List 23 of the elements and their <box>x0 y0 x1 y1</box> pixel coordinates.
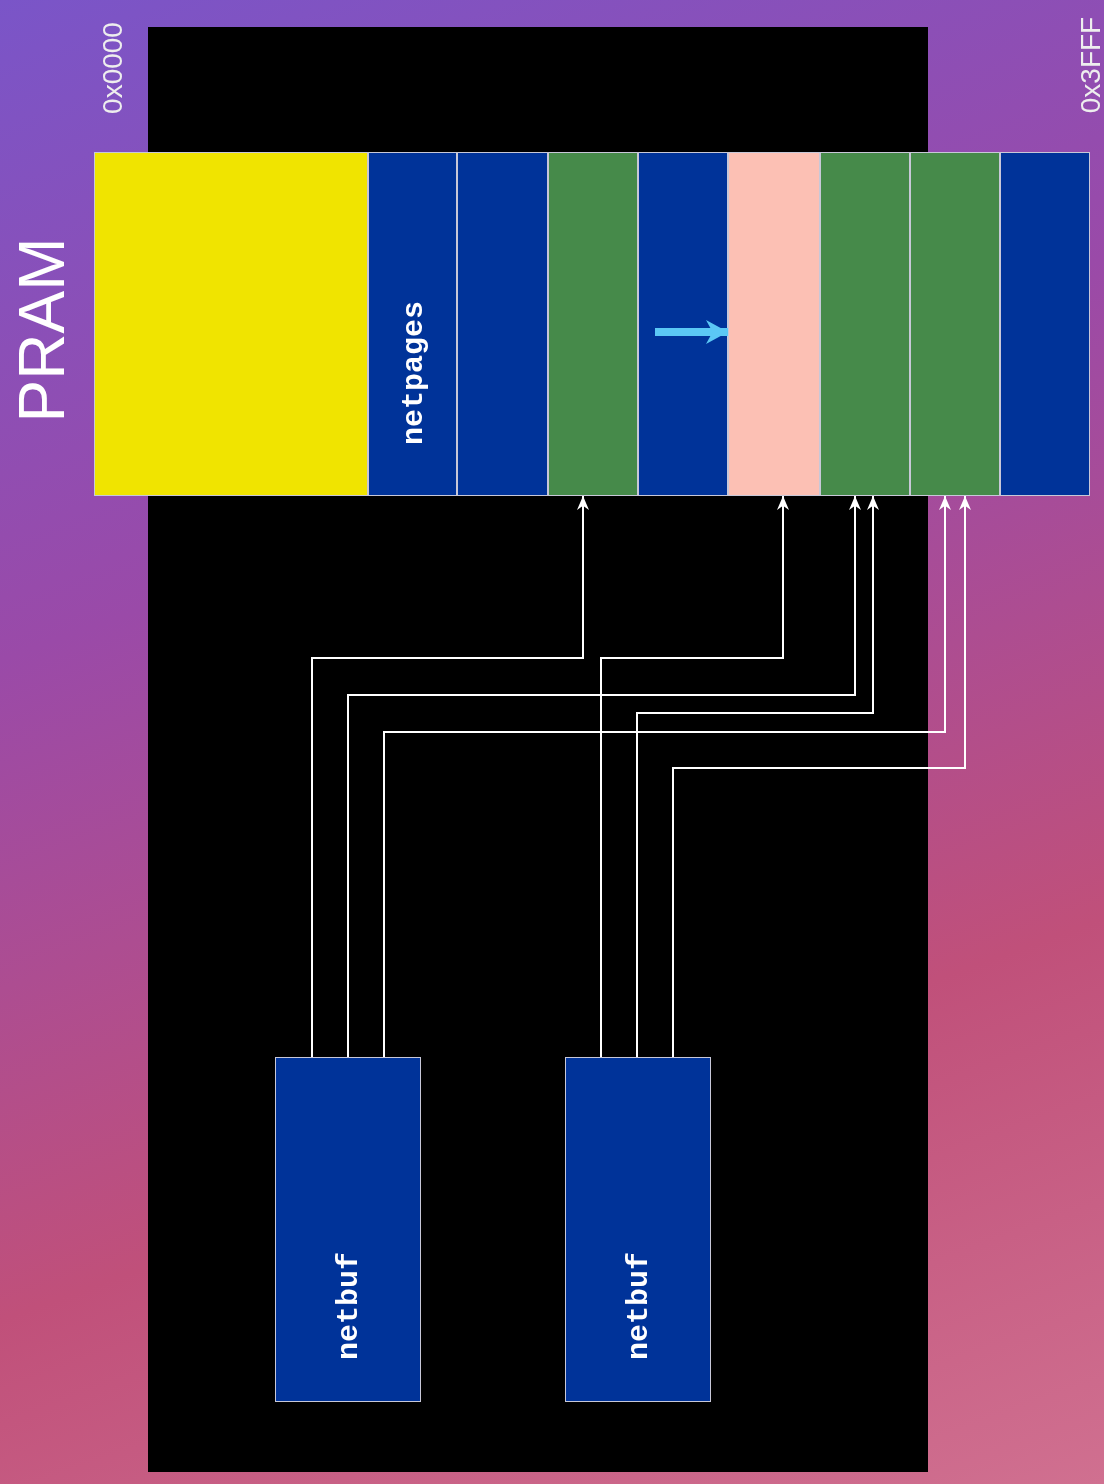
memory-segment <box>1000 152 1090 496</box>
arrow <box>383 495 951 1058</box>
memory-segment <box>638 152 728 496</box>
memory-segment <box>457 152 548 496</box>
memory-segment <box>728 152 820 496</box>
arrow <box>600 495 789 1058</box>
buffer-box <box>275 1057 421 1402</box>
arrow <box>672 495 971 1058</box>
memory-segment <box>820 152 910 496</box>
address-label: 0x3FFF <box>1075 16 1104 114</box>
memory-title: PRAM <box>5 237 79 423</box>
memory-segment <box>94 152 368 496</box>
buffer-label: netbuf <box>622 1252 656 1360</box>
buffer-box <box>565 1057 711 1402</box>
buffer-label: netbuf <box>332 1252 366 1360</box>
arrow <box>311 495 589 1058</box>
segment-label: netpages <box>396 301 431 445</box>
memory-segment <box>368 152 457 496</box>
memory-segment <box>548 152 638 496</box>
arrow <box>636 495 879 1058</box>
arrow <box>347 495 861 1058</box>
memory-segment <box>910 152 1000 496</box>
address-label: 0x0000 <box>97 22 129 114</box>
